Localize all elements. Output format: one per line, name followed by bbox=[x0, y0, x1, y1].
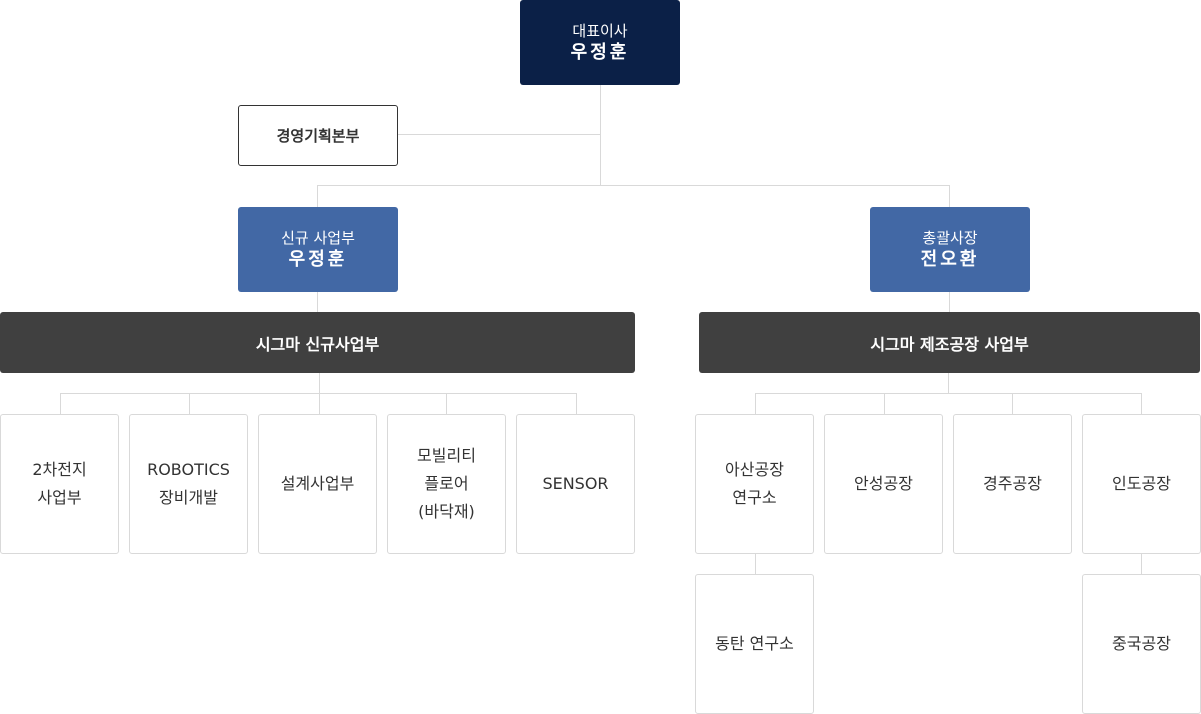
unit-asan-label: 아산공장 연구소 bbox=[725, 460, 784, 507]
left-division-box: 시그마 신규사업부 bbox=[0, 312, 635, 373]
connector-left-unit-5 bbox=[576, 393, 577, 414]
unit-gyeongju-label: 경주공장 bbox=[983, 474, 1042, 493]
unit-china-label: 중국공장 bbox=[1112, 634, 1171, 653]
unit-design-label: 설계사업부 bbox=[280, 474, 355, 493]
unit-anseong: 안성공장 bbox=[824, 414, 943, 554]
unit-mobility-label: 모빌리티 플로어 (바닥재) bbox=[417, 446, 476, 521]
right-division-box: 시그마 제조공장 사업부 bbox=[699, 312, 1200, 373]
connector-right-exec bbox=[949, 185, 950, 207]
connector-left-unit-2 bbox=[189, 393, 190, 414]
connector-asan-child bbox=[755, 553, 756, 574]
unit-sensor: SENSOR bbox=[516, 414, 635, 554]
right-exec-box: 총괄사장 전오환 bbox=[870, 207, 1030, 292]
connector-planning bbox=[397, 134, 600, 135]
connector-right-unit-1 bbox=[755, 393, 756, 414]
unit-anseong-label: 안성공장 bbox=[854, 474, 913, 493]
connector-right-unit-bar bbox=[755, 393, 1142, 394]
unit-china: 중국공장 bbox=[1082, 574, 1201, 714]
connector-india-child bbox=[1141, 553, 1142, 574]
planning-box: 경영기획본부 bbox=[238, 105, 398, 166]
connector-right-unit-2 bbox=[884, 393, 885, 414]
unit-design: 설계사업부 bbox=[258, 414, 377, 554]
ceo-box: 대표이사 우정훈 bbox=[520, 0, 680, 85]
connector-left-exec bbox=[317, 185, 318, 207]
connector-left-unit-4 bbox=[446, 393, 447, 414]
unit-asan: 아산공장 연구소 bbox=[695, 414, 814, 554]
unit-mobility: 모빌리티 플로어 (바닥재) bbox=[387, 414, 506, 554]
connector-left-division-trunk bbox=[319, 372, 320, 393]
unit-india: 인도공장 bbox=[1082, 414, 1201, 554]
right-division-label: 시그마 제조공장 사업부 bbox=[870, 334, 1029, 354]
left-division-label: 시그마 신규사업부 bbox=[255, 334, 380, 354]
unit-dongtan: 동탄 연구소 bbox=[695, 574, 814, 714]
connector-right-unit-4 bbox=[1141, 393, 1142, 414]
connector-left-unit-3 bbox=[319, 393, 320, 414]
unit-robotics: ROBOTICS 장비개발 bbox=[129, 414, 248, 554]
ceo-title: 대표이사 bbox=[572, 21, 628, 40]
ceo-name: 우정훈 bbox=[570, 41, 630, 63]
connector-left-unit-1 bbox=[60, 393, 61, 414]
right-exec-title: 총괄사장 bbox=[922, 228, 978, 247]
connector-right-exec-division bbox=[949, 291, 950, 312]
connector-left-unit-bar bbox=[60, 393, 577, 394]
left-exec-box: 신규 사업부 우정훈 bbox=[238, 207, 398, 292]
unit-dongtan-label: 동탄 연구소 bbox=[715, 634, 794, 653]
left-exec-name: 우정훈 bbox=[288, 248, 348, 270]
right-exec-name: 전오환 bbox=[920, 248, 980, 270]
connector-right-unit-3 bbox=[1012, 393, 1013, 414]
planning-label: 경영기획본부 bbox=[276, 127, 360, 145]
connector-ceo-trunk bbox=[600, 84, 601, 186]
unit-india-label: 인도공장 bbox=[1112, 474, 1171, 493]
connector-left-exec-division bbox=[317, 291, 318, 312]
unit-battery: 2차전지 사업부 bbox=[0, 414, 119, 554]
connector-right-division-trunk bbox=[948, 372, 949, 393]
unit-robotics-label: ROBOTICS 장비개발 bbox=[147, 460, 230, 507]
connector-exec-bar bbox=[317, 185, 950, 186]
unit-sensor-label: SENSOR bbox=[542, 474, 609, 493]
left-exec-title: 신규 사업부 bbox=[281, 228, 355, 247]
unit-battery-label: 2차전지 사업부 bbox=[32, 460, 87, 507]
unit-gyeongju: 경주공장 bbox=[953, 414, 1072, 554]
